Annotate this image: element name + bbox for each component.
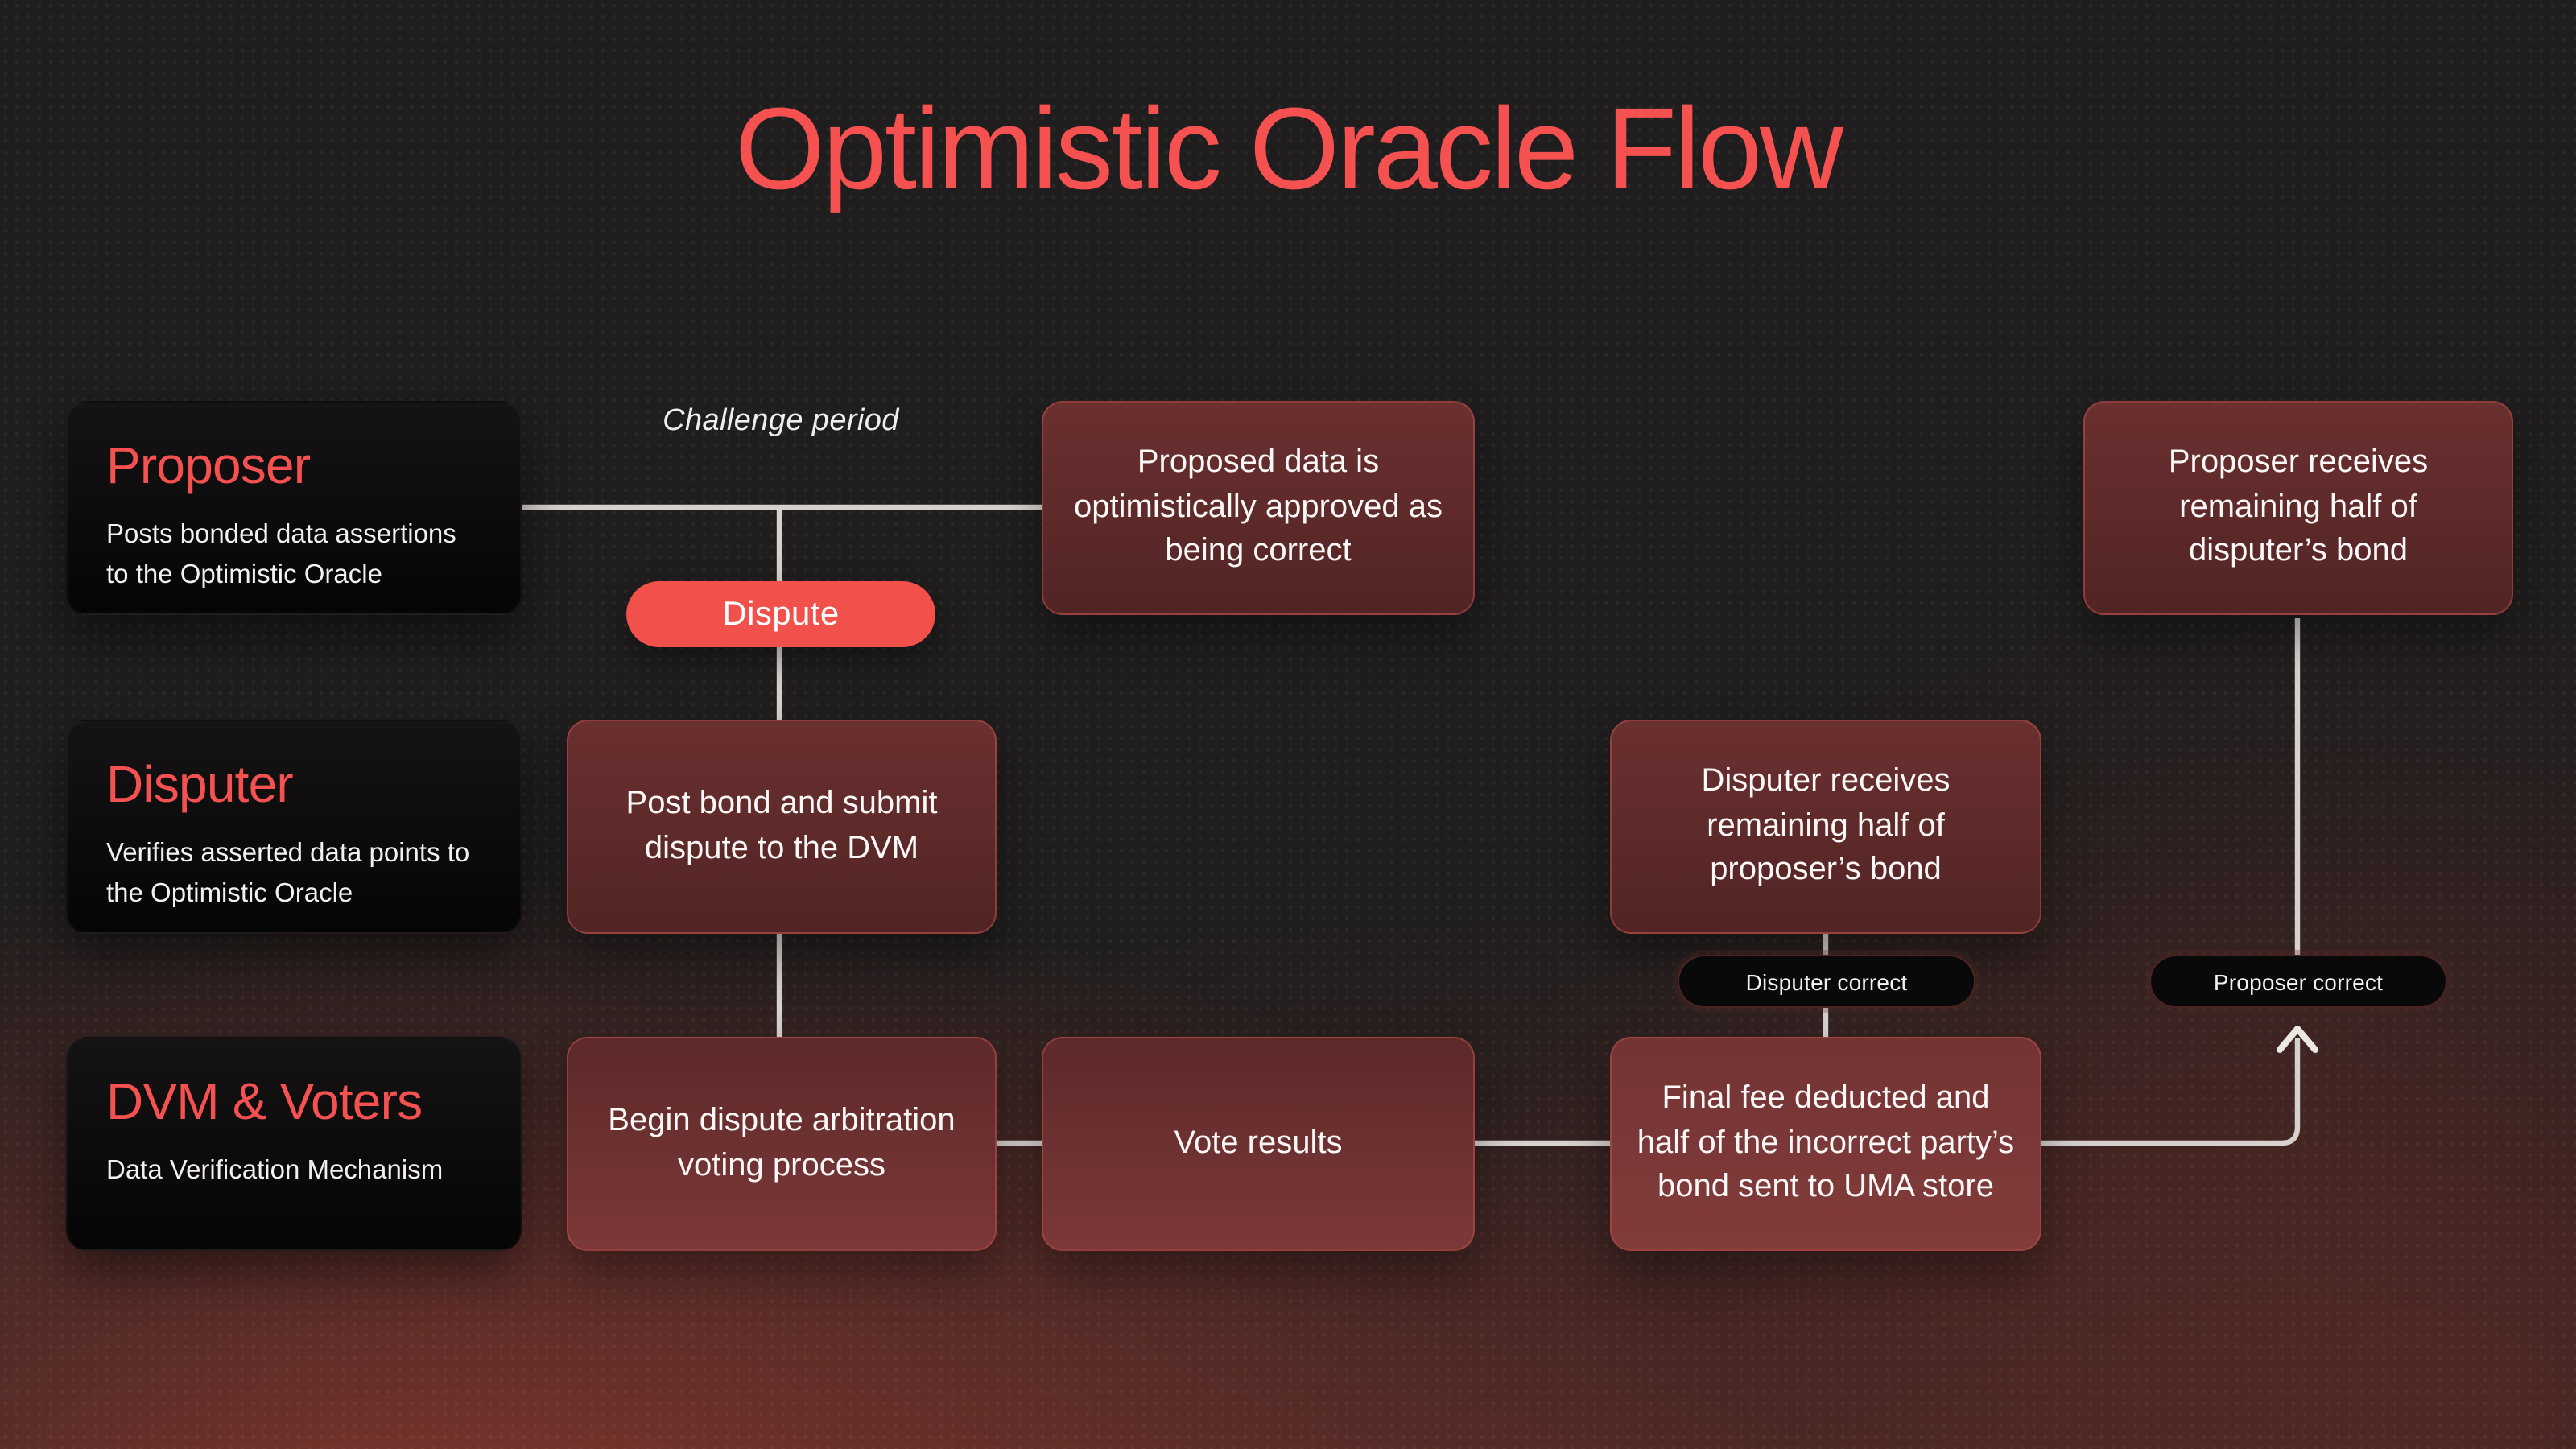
step-begin-dispute-arbitration-label: Begin dispute arbitration voting process xyxy=(608,1102,956,1183)
step-begin-dispute-arbitration: Begin dispute arbitration voting process xyxy=(567,1037,997,1251)
dispute-button-label: Dispute xyxy=(722,595,840,632)
actor-card-disputer: Disputer Verifies asserted data points t… xyxy=(66,720,522,934)
actor-description-dvm-voters: Data Verification Mechanism xyxy=(106,1156,444,1185)
actor-description-proposer: Posts bonded data assertions to the Opti… xyxy=(106,520,456,589)
step-proposed-data: Proposed data is optimistically approved… xyxy=(1042,401,1475,615)
page-title: Optimistic Oracle Flow xyxy=(734,85,1843,214)
actor-card-dvm-voters: DVM & Voters Data Verification Mechanism xyxy=(66,1037,522,1251)
badge-disputer-correct-label: Disputer correct xyxy=(1745,968,1908,994)
step-vote-results-label: Vote results xyxy=(1174,1125,1343,1161)
challenge-period-label: Challenge period xyxy=(663,404,899,438)
step-disputer-receives-bond-label: Disputer receives remaining half of prop… xyxy=(1701,763,1951,888)
step-post-bond-label: Post bond and submit dispute to the DVM xyxy=(625,785,938,865)
badge-proposer-correct-label: Proposer correct xyxy=(2213,968,2384,994)
actor-card-proposer: Proposer Posts bonded data assertions to… xyxy=(66,401,522,615)
actor-description-disputer: Verifies asserted data points to the Opt… xyxy=(106,839,470,908)
step-proposed-data-label: Proposed data is optimistically approved… xyxy=(1074,444,1443,569)
actor-title-dvm-voters: DVM & Voters xyxy=(106,1072,423,1130)
badge-proposer-correct: Proposer correct xyxy=(2149,955,2447,1008)
actor-title-proposer: Proposer xyxy=(106,436,311,494)
badge-disputer-correct: Disputer correct xyxy=(1678,955,1975,1008)
step-final-fee-uma-store-label: Final fee deducted and half of the incor… xyxy=(1637,1080,2015,1205)
step-final-fee-uma-store: Final fee deducted and half of the incor… xyxy=(1610,1037,2041,1251)
actor-title-disputer: Disputer xyxy=(106,755,294,813)
step-disputer-receives-bond: Disputer receives remaining half of prop… xyxy=(1610,720,2041,934)
step-vote-results: Vote results xyxy=(1042,1037,1475,1251)
step-proposer-receives-bond-label: Proposer receives remaining half of disp… xyxy=(2168,444,2429,569)
dispute-button[interactable]: Dispute xyxy=(626,581,935,647)
arrow-up-icon xyxy=(2277,1026,2318,1053)
connector-finalfee-to-proposercorrect xyxy=(2038,1038,2301,1146)
step-post-bond: Post bond and submit dispute to the DVM xyxy=(567,720,997,934)
step-proposer-receives-bond: Proposer receives remaining half of disp… xyxy=(2083,401,2513,615)
